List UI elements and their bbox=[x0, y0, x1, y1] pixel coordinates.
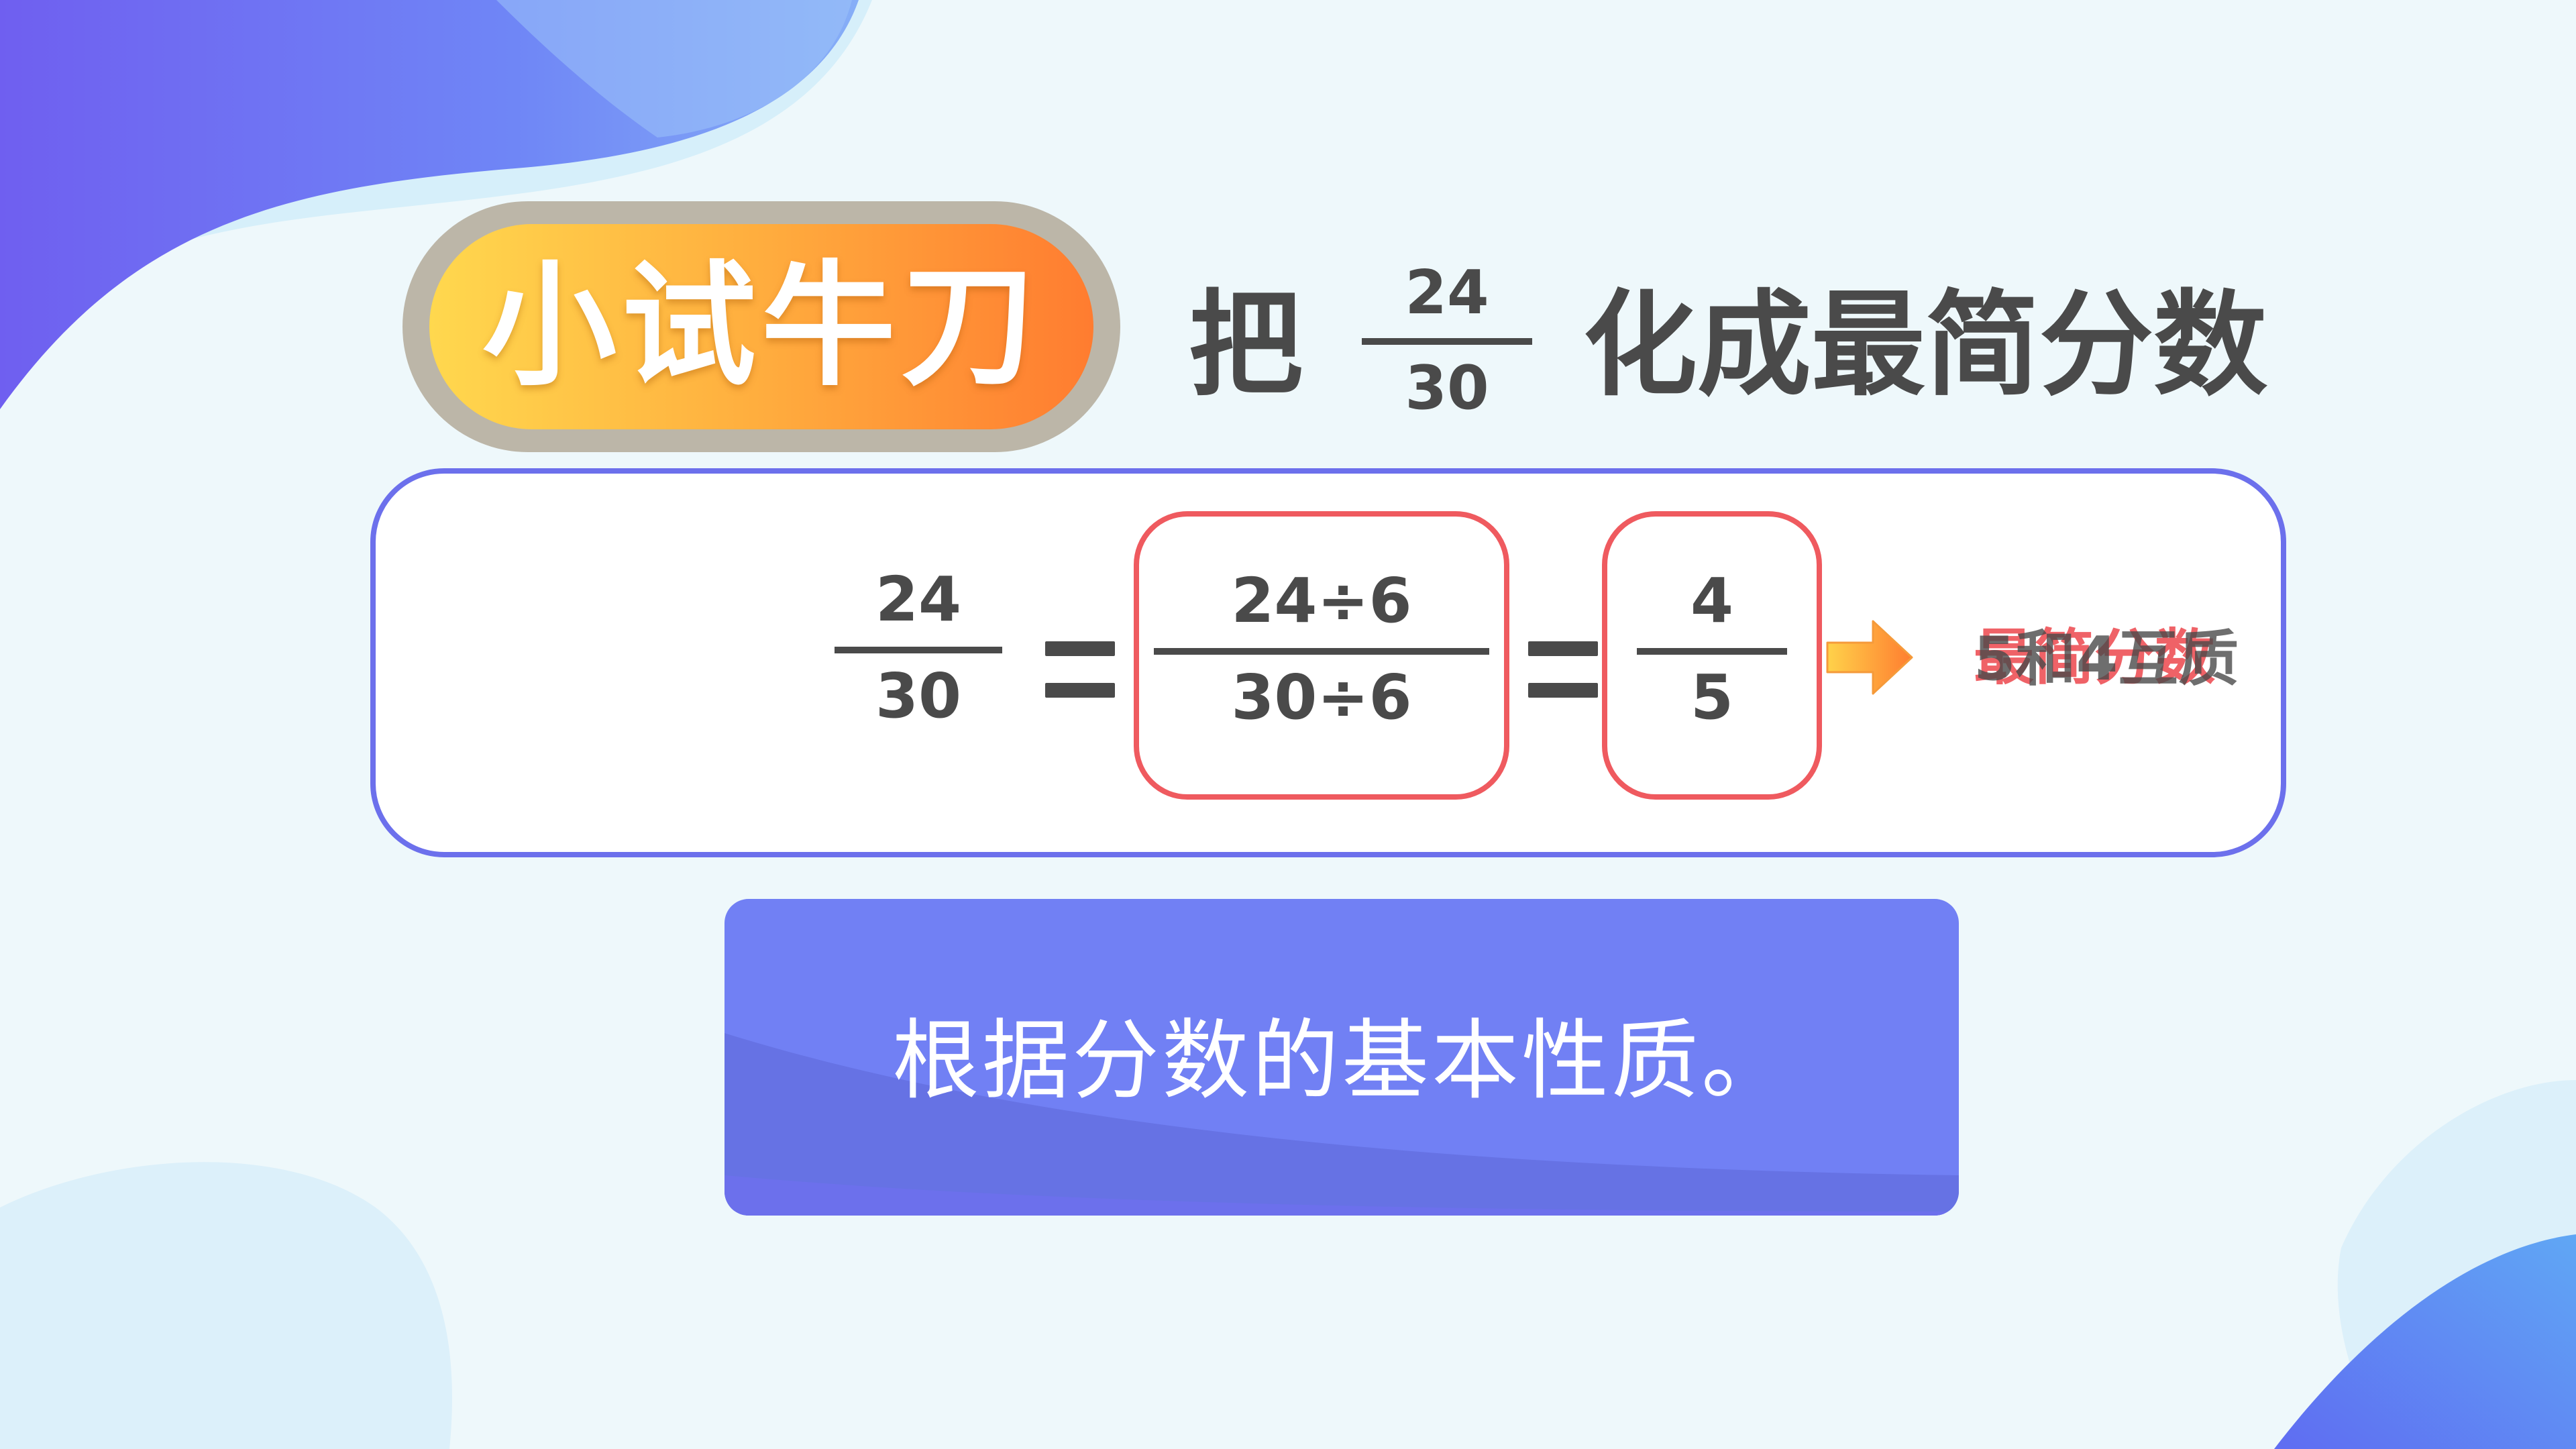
fraction-bar bbox=[1362, 338, 1532, 345]
equals-sign bbox=[1528, 641, 1598, 698]
division-step-denominator: 30÷6 bbox=[1231, 661, 1412, 733]
fraction-bar bbox=[1637, 648, 1787, 655]
equals-sign bbox=[1045, 641, 1115, 698]
original-fraction-numerator: 24 bbox=[875, 564, 962, 635]
bottom-left-light-blob bbox=[0, 1162, 452, 1449]
task-fraction-numerator: 24 bbox=[1405, 258, 1489, 328]
task-fraction: 24 30 bbox=[1362, 263, 1532, 419]
result-fraction: 4 5 bbox=[1637, 570, 1787, 729]
task-suffix: 化成最简分数 bbox=[1583, 279, 2268, 412]
original-fraction: 24 30 bbox=[835, 569, 1002, 727]
original-fraction-denominator: 30 bbox=[875, 660, 962, 732]
explanation-text: 根据分数的基本性质。 bbox=[892, 1010, 1791, 1112]
note-coprime: 5和4互质 bbox=[1974, 624, 2239, 694]
result-numerator: 4 bbox=[1690, 565, 1733, 637]
fraction-bar bbox=[1154, 648, 1489, 655]
panel-wave bbox=[724, 1033, 1959, 1216]
result-denominator: 5 bbox=[1690, 661, 1733, 733]
note-simplest-fraction: 最简分数 bbox=[1974, 623, 2215, 693]
badge: 小试牛刀 bbox=[429, 224, 1093, 429]
top-left-highlight bbox=[496, 0, 852, 138]
arrow-right-icon bbox=[1826, 620, 1913, 695]
fraction-bar bbox=[835, 647, 1002, 653]
division-step-numerator: 24÷6 bbox=[1231, 565, 1412, 637]
explanation-panel: 根据分数的基本性质。 bbox=[724, 899, 1959, 1216]
result-box bbox=[1602, 511, 1822, 800]
division-step-fraction: 24÷6 30÷6 bbox=[1154, 570, 1489, 729]
badge-label: 小试牛刀 bbox=[482, 248, 1040, 405]
division-step-box bbox=[1134, 511, 1509, 800]
task-fraction-denominator: 30 bbox=[1405, 353, 1489, 423]
bottom-right-blue-blob bbox=[2274, 1234, 2576, 1449]
task-prefix: 把 bbox=[1189, 279, 1303, 412]
